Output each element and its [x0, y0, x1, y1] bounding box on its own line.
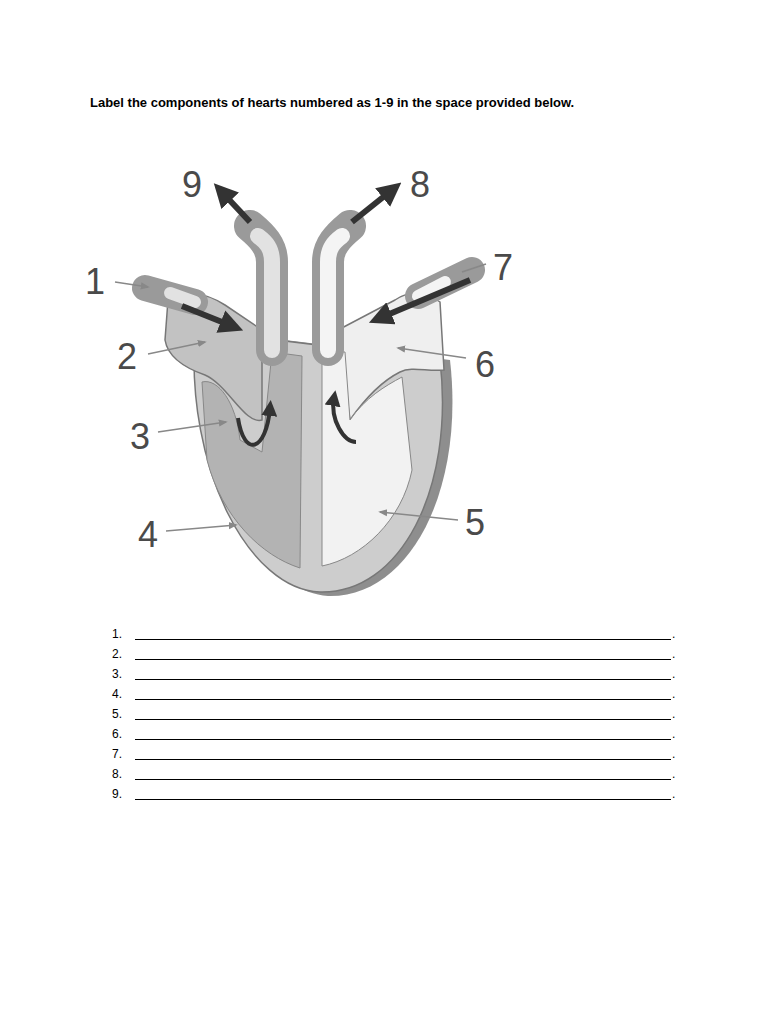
- answer-line: [135, 779, 671, 780]
- answer-end: .: [672, 788, 675, 800]
- callout-number: 3: [130, 419, 150, 455]
- leader-line: [148, 342, 205, 354]
- answer-number: 1.: [112, 628, 122, 640]
- callout-number: 9: [182, 167, 202, 203]
- answer-number: 6.: [112, 728, 122, 740]
- leader-line: [115, 282, 148, 287]
- callout-number: 7: [493, 250, 513, 286]
- answer-end: .: [672, 768, 675, 780]
- answer-number: 7.: [112, 748, 122, 760]
- answer-line: [135, 799, 671, 800]
- vessel-lumen: [258, 236, 272, 350]
- callout-number: 6: [475, 347, 495, 383]
- callout-number: 4: [138, 517, 158, 553]
- answer-number: 8.: [112, 768, 122, 780]
- vessel: [328, 226, 350, 350]
- callout-number: 8: [410, 167, 430, 203]
- leader-line: [158, 422, 226, 432]
- answer-line: [135, 699, 671, 700]
- callout-number: 2: [117, 339, 137, 375]
- answer-number: 3.: [112, 668, 122, 680]
- flow-arrow: [238, 408, 270, 445]
- vessel-lumen: [328, 236, 342, 350]
- flow-arrow: [222, 192, 250, 222]
- answer-line: [135, 639, 671, 640]
- leader-line: [398, 348, 466, 358]
- vessel-lumen: [170, 293, 195, 302]
- answer-line: [135, 719, 671, 720]
- answer-end: .: [672, 748, 675, 760]
- flow-arrow: [182, 306, 232, 326]
- vessel: [145, 288, 195, 302]
- answer-end: .: [672, 648, 675, 660]
- flow-arrow: [333, 398, 356, 442]
- callout-number: 5: [465, 505, 485, 541]
- left-ventricle: [322, 352, 412, 566]
- worksheet-title: Label the components of hearts numbered …: [90, 95, 574, 110]
- answer-number: 2.: [112, 648, 122, 660]
- answer-end: .: [672, 688, 675, 700]
- answer-end: .: [672, 708, 675, 720]
- answer-number: 4.: [112, 688, 122, 700]
- answer-line: [135, 759, 671, 760]
- right-ventricle: [202, 352, 302, 568]
- leader-line: [380, 512, 458, 520]
- leader-line: [462, 264, 486, 272]
- answer-end: .: [672, 668, 675, 680]
- answer-end: .: [672, 628, 675, 640]
- answer-line: [135, 679, 671, 680]
- answer-end: .: [672, 728, 675, 740]
- answer-line: [135, 659, 671, 660]
- answer-number: 5.: [112, 708, 122, 720]
- answer-number: 9.: [112, 788, 122, 800]
- callout-number: 1: [85, 264, 105, 300]
- flow-arrow: [352, 190, 392, 222]
- answer-line: [135, 739, 671, 740]
- flow-arrow: [380, 280, 470, 318]
- leader-line: [166, 525, 236, 531]
- vessel: [250, 226, 272, 350]
